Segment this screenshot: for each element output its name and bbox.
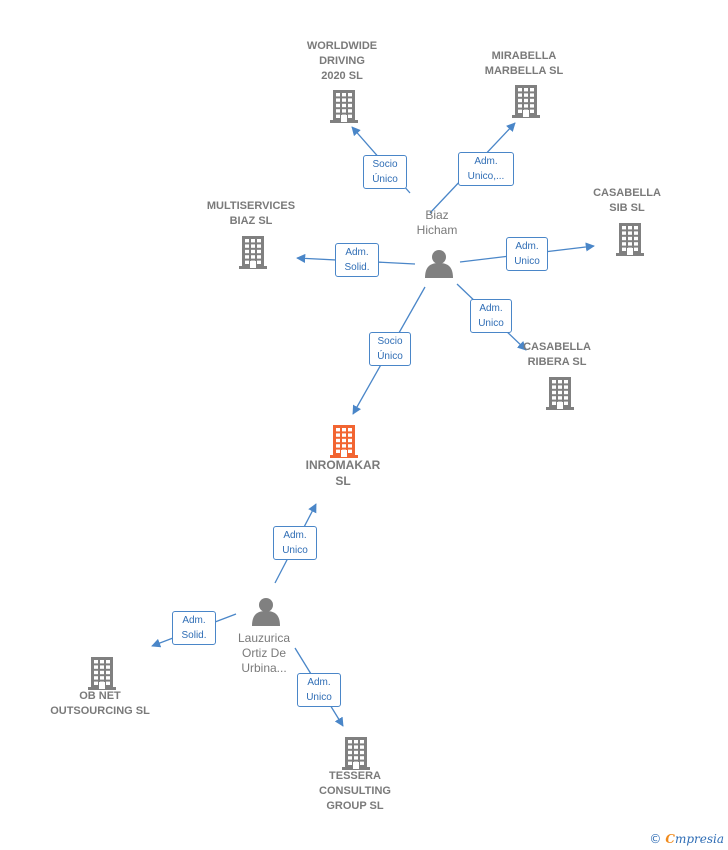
relation-label[interactable]: Adm. Unico,... <box>458 152 514 186</box>
company-name[interactable]: WORLDWIDE DRIVING 2020 SL <box>306 40 378 82</box>
company-name[interactable]: CASABELLA SIB SL <box>593 187 661 214</box>
relation-label[interactable]: Adm. Unico <box>273 526 317 560</box>
relation-label[interactable]: Adm. Solid. <box>335 243 379 277</box>
company-name[interactable]: OB NET OUTSOURCING SL <box>50 690 150 717</box>
brand-name: mpresia <box>674 832 724 846</box>
company-name[interactable]: MULTISERVICES BIAZ SL <box>206 200 296 227</box>
copyright-symbol: © <box>649 832 662 846</box>
person-name[interactable]: Lauzurica Ortiz De Urbina... <box>237 631 291 675</box>
relation-label[interactable]: Socio Único <box>363 155 407 189</box>
relation-label[interactable]: Adm. Solid. <box>172 611 216 645</box>
building-icon[interactable] <box>616 223 644 256</box>
person-icon[interactable] <box>425 250 453 278</box>
company-name[interactable]: MIRABELLA MARBELLA SL <box>484 50 564 77</box>
person-icon[interactable] <box>252 598 280 626</box>
company-name[interactable]: TESSERA CONSULTING GROUP SL <box>319 770 391 812</box>
building-icon[interactable] <box>330 425 358 458</box>
relation-label[interactable]: Adm. Unico <box>506 237 548 271</box>
building-icon[interactable] <box>88 657 116 690</box>
person-name[interactable]: Biaz Hicham <box>416 208 458 237</box>
empresia-logo[interactable]: ©Cmpresia <box>649 832 724 846</box>
building-icon[interactable] <box>546 377 574 410</box>
building-icon[interactable] <box>330 90 358 123</box>
building-icon[interactable] <box>342 737 370 770</box>
brand-initial: C <box>665 832 675 846</box>
company-name[interactable]: CASABELLA RIBERA SL <box>523 341 591 368</box>
relation-label[interactable]: Adm. Unico <box>297 673 341 707</box>
building-icon[interactable] <box>239 236 267 269</box>
relation-label[interactable]: Adm. Unico <box>470 299 512 333</box>
building-icon[interactable] <box>512 85 540 118</box>
relation-label[interactable]: Socio Único <box>369 332 411 366</box>
company-name[interactable]: INROMAKAR SL <box>305 458 381 488</box>
